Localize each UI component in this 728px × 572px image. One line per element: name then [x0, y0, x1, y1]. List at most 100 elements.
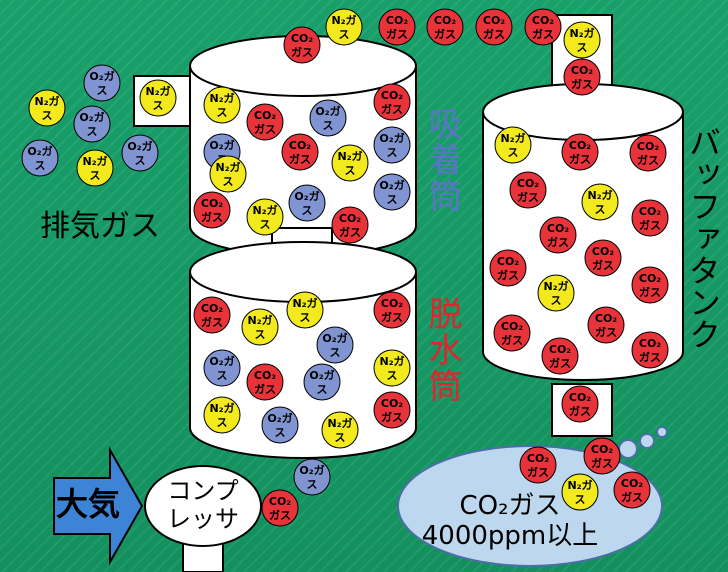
co2-molecule-circle [519, 446, 557, 484]
molecule-label-top: CO₂ [571, 64, 593, 77]
molecule-label-bottom: ス [345, 164, 356, 177]
molecule-label-top: O₂ガ [299, 463, 324, 477]
n2-molecule-circle [203, 396, 241, 434]
n2-molecule-circle [139, 79, 177, 117]
molecule-label-bottom: ス [87, 125, 98, 138]
molecule-label-bottom: ガス [201, 210, 223, 224]
dehydration-column-label: 脱水筒 [422, 296, 462, 404]
molecule-label-top: N₂ガ [292, 296, 317, 310]
o2-gas-molecule: O₂ガス [73, 105, 111, 143]
molecule-label-top: N₂ガ [82, 154, 107, 168]
molecule-label-bottom: ス [90, 169, 101, 182]
compressor-label-line2: レッサ [167, 504, 239, 533]
molecule-label-bottom: ス [595, 203, 606, 216]
co2-molecule-circle [426, 8, 464, 46]
molecule-label-bottom: ガス [269, 508, 291, 522]
result-label: CO₂ガス 4000ppm以上 [410, 491, 610, 552]
molecule-label-top: O₂ガ [79, 110, 104, 124]
buffer-tank-label: バッファタンク [684, 126, 722, 350]
molecule-label-bottom: ス [223, 175, 234, 188]
molecule-label-top: N₂ガ [247, 313, 272, 327]
molecule-label-bottom: ス [387, 193, 398, 206]
exhaust-gas-label: 排気ガス [40, 209, 160, 244]
co2-molecule-circle [373, 83, 411, 121]
co2-molecule-circle [631, 331, 669, 369]
molecule-label-top: CO₂ [381, 89, 403, 102]
molecule-label-bottom: ガス [532, 27, 554, 41]
molecule-label-top: CO₂ [595, 312, 617, 325]
molecule-label-top: CO₂ [483, 14, 505, 27]
molecule-label-top: N₂ガ [587, 188, 612, 202]
o2-gas-molecule: O₂ガス [121, 134, 159, 172]
molecule-label-top: CO₂ [291, 32, 313, 45]
o2-gas-molecule: O₂ガス [21, 139, 59, 177]
co2-gas-molecule: CO₂ガス [283, 26, 321, 64]
molecule-label-top: N₂ガ [145, 84, 170, 98]
molecule-label-top: CO₂ [517, 177, 539, 190]
o2-gas-molecule: O₂ガス [309, 99, 347, 137]
n2-molecule-circle [203, 86, 241, 124]
co2-molecule-circle [246, 363, 284, 401]
co2-molecule-circle [378, 8, 416, 46]
molecule-label-bottom: ガス [483, 27, 505, 41]
co2-gas-molecule: CO₂ガス [561, 133, 599, 171]
molecule-label-bottom: ス [339, 28, 350, 41]
molecule-label-top: CO₂ [497, 255, 519, 268]
co2-gas-molecule: CO₂ガス [281, 133, 319, 171]
co2-molecule-circle [331, 206, 369, 244]
molecule-label-top: CO₂ [339, 212, 361, 225]
molecule-label-bottom: ス [551, 294, 562, 307]
molecule-label-bottom: ガス [381, 102, 403, 116]
o2-molecule-circle [373, 173, 411, 211]
co2-molecule-circle [373, 391, 411, 429]
molecule-label-bottom: ス [275, 426, 286, 439]
molecule-label-bottom: ガス [637, 153, 659, 167]
molecule-label-top: O₂ガ [127, 139, 152, 153]
co2-gas-molecule: CO₂ガス [563, 58, 601, 96]
molecule-label-top: O₂ガ [379, 178, 404, 192]
co2-molecule-circle [283, 26, 321, 64]
molecule-label-top: O₂ガ [27, 144, 52, 158]
molecule-label-top: O₂ガ [209, 354, 234, 368]
co2-gas-molecule: CO₂ガス [373, 291, 411, 329]
co2-gas-molecule: CO₂ガス [631, 266, 669, 304]
co2-molecule-circle [539, 216, 577, 254]
molecule-label-top: CO₂ [639, 272, 661, 285]
co2-gas-molecule: CO₂ガス [193, 296, 231, 334]
co2-molecule-circle [524, 8, 562, 46]
molecule-label-top: N₂ガ [209, 401, 234, 415]
molecule-label-bottom: ガス [639, 285, 661, 299]
molecule-label-top: O₂ガ [309, 368, 334, 382]
n2-molecule-circle [325, 8, 363, 46]
molecule-label-top: CO₂ [591, 443, 613, 456]
molecule-label-bottom: ガス [381, 410, 403, 424]
molecule-label-top: N₂ガ [34, 94, 59, 108]
co2-gas-molecule: CO₂ガス [261, 489, 299, 527]
o2-gas-molecule: O₂ガス [83, 64, 121, 102]
molecule-label-bottom: ス [307, 478, 318, 491]
atmosphere-label: 大気 [56, 485, 121, 523]
molecule-label-bottom: ス [217, 416, 228, 429]
co2-gas-molecule: CO₂ガス [426, 8, 464, 46]
molecule-label-bottom: ス [97, 84, 108, 97]
co2-gas-molecule: CO₂ガス [584, 239, 622, 277]
co2-gas-molecule: CO₂ガス [629, 134, 667, 172]
molecule-label-top: CO₂ [201, 302, 223, 315]
atmosphere-arrow [53, 446, 144, 566]
compressor [144, 465, 262, 572]
co2-gas-molecule: CO₂ガス [631, 331, 669, 369]
molecule-label-bottom: ガス [591, 456, 613, 470]
molecule-label-top: N₂ガ [543, 279, 568, 293]
molecule-label-top: N₂ガ [337, 149, 362, 163]
molecule-label-bottom: ガス [501, 333, 523, 347]
molecule-label-bottom: ガス [621, 490, 643, 504]
co2-gas-molecule: CO₂ガス [373, 83, 411, 121]
